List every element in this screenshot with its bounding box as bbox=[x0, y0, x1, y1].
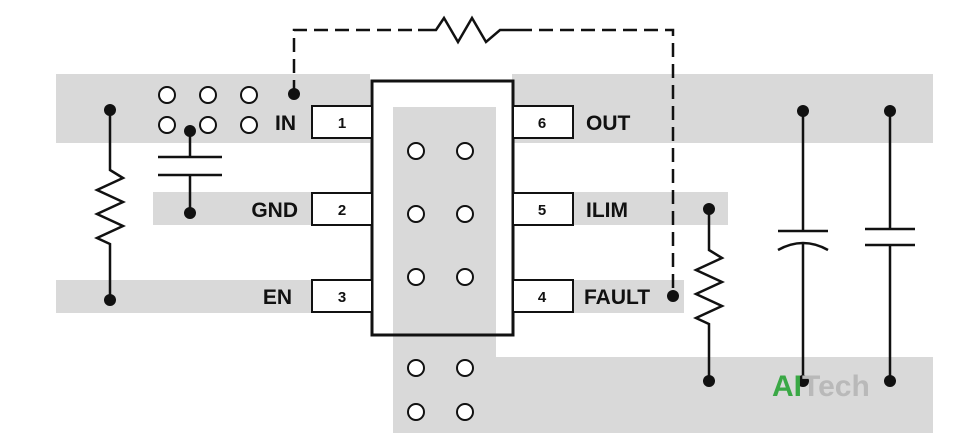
pin-4: 4 FAULT bbox=[512, 279, 650, 313]
via bbox=[456, 268, 474, 286]
connection-dots bbox=[104, 88, 896, 387]
components bbox=[94, 15, 915, 382]
pin-2-number: 2 bbox=[338, 202, 346, 219]
junction-dot bbox=[884, 105, 896, 117]
svg-text:AITech: AITech bbox=[772, 370, 870, 403]
junction-dot bbox=[797, 105, 809, 117]
resistor-en bbox=[94, 110, 126, 300]
junction-dot bbox=[884, 375, 896, 387]
pin-1: 1 IN bbox=[275, 105, 373, 139]
via bbox=[158, 86, 176, 104]
capacitor-out bbox=[865, 111, 915, 381]
via bbox=[407, 268, 425, 286]
junction-dot bbox=[703, 375, 715, 387]
pin-1-number: 1 bbox=[338, 115, 346, 132]
vias bbox=[158, 86, 474, 421]
via bbox=[456, 403, 474, 421]
via bbox=[407, 403, 425, 421]
pin-6-number: 6 bbox=[538, 115, 546, 132]
pin-6-label: OUT bbox=[586, 112, 631, 135]
pin-5: 5 ILIM bbox=[512, 192, 628, 226]
pin-2-label: GND bbox=[251, 199, 298, 222]
resistor-ilim bbox=[693, 209, 725, 382]
pin-5-number: 5 bbox=[538, 202, 546, 219]
junction-dot bbox=[104, 294, 116, 306]
junction-dot bbox=[184, 125, 196, 137]
thermal-pad-pour bbox=[393, 107, 496, 433]
pin-4-number: 4 bbox=[538, 289, 547, 306]
pin-3-label: EN bbox=[263, 286, 292, 309]
junction-dot bbox=[797, 375, 809, 387]
via bbox=[158, 116, 176, 134]
junction-dot bbox=[667, 290, 679, 302]
junction-dot bbox=[703, 203, 715, 215]
junction-dot bbox=[104, 104, 116, 116]
pin-6: 6 OUT bbox=[512, 105, 631, 139]
logo-ai: AI bbox=[772, 370, 802, 403]
pin-1-label: IN bbox=[275, 112, 296, 135]
via bbox=[407, 359, 425, 377]
pin-5-label: ILIM bbox=[586, 199, 628, 222]
via bbox=[240, 86, 258, 104]
via bbox=[199, 86, 217, 104]
pin-3: 3 EN bbox=[263, 279, 373, 313]
resistor-fault-pullup bbox=[292, 15, 675, 296]
capacitor-out-polarized bbox=[777, 111, 829, 381]
via bbox=[240, 116, 258, 134]
pin-3-number: 3 bbox=[338, 289, 346, 306]
logo-tech: Tech bbox=[802, 370, 870, 403]
via bbox=[199, 116, 217, 134]
ground-plane-pour bbox=[496, 357, 933, 433]
pin-2: 2 GND bbox=[251, 192, 373, 226]
via bbox=[456, 359, 474, 377]
aitech-logo: AITech bbox=[772, 370, 870, 403]
pin-4-label: FAULT bbox=[584, 286, 650, 309]
via bbox=[456, 142, 474, 160]
via bbox=[407, 205, 425, 223]
junction-dot bbox=[184, 207, 196, 219]
junction-dot bbox=[288, 88, 300, 100]
via bbox=[456, 205, 474, 223]
out-pour bbox=[512, 74, 933, 143]
via bbox=[407, 142, 425, 160]
